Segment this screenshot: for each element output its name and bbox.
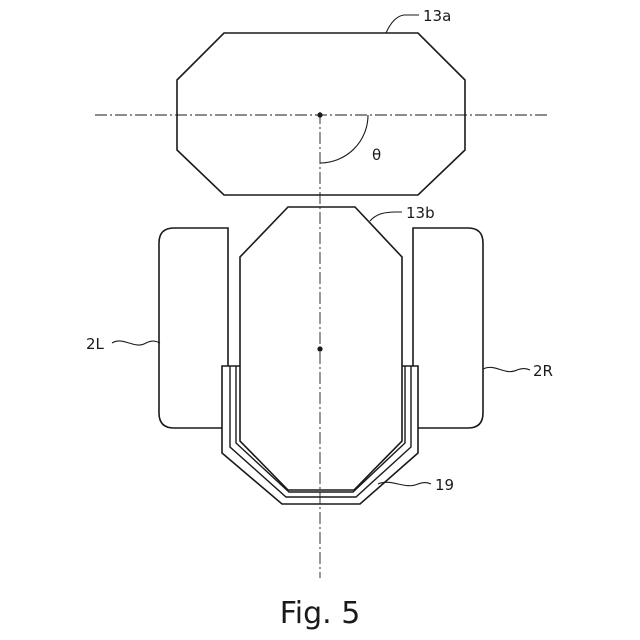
label-2L: 2L	[86, 335, 105, 353]
leader-19	[378, 482, 431, 485]
upper-center-point	[317, 112, 322, 117]
leader-2L	[112, 341, 160, 345]
right-wheel-2R	[413, 228, 483, 428]
figure-caption: Fig. 5	[280, 596, 361, 631]
label-19: 19	[435, 476, 454, 494]
label-theta: θ	[372, 146, 381, 164]
leader-13b	[370, 212, 402, 221]
label-2R: 2R	[533, 362, 553, 380]
left-wheel-2L	[159, 228, 228, 428]
leader-13a	[386, 15, 419, 33]
lower-center-point	[317, 346, 322, 351]
label-13b: 13b	[406, 204, 435, 222]
label-13a: 13a	[423, 7, 451, 25]
leader-2R	[483, 367, 530, 371]
